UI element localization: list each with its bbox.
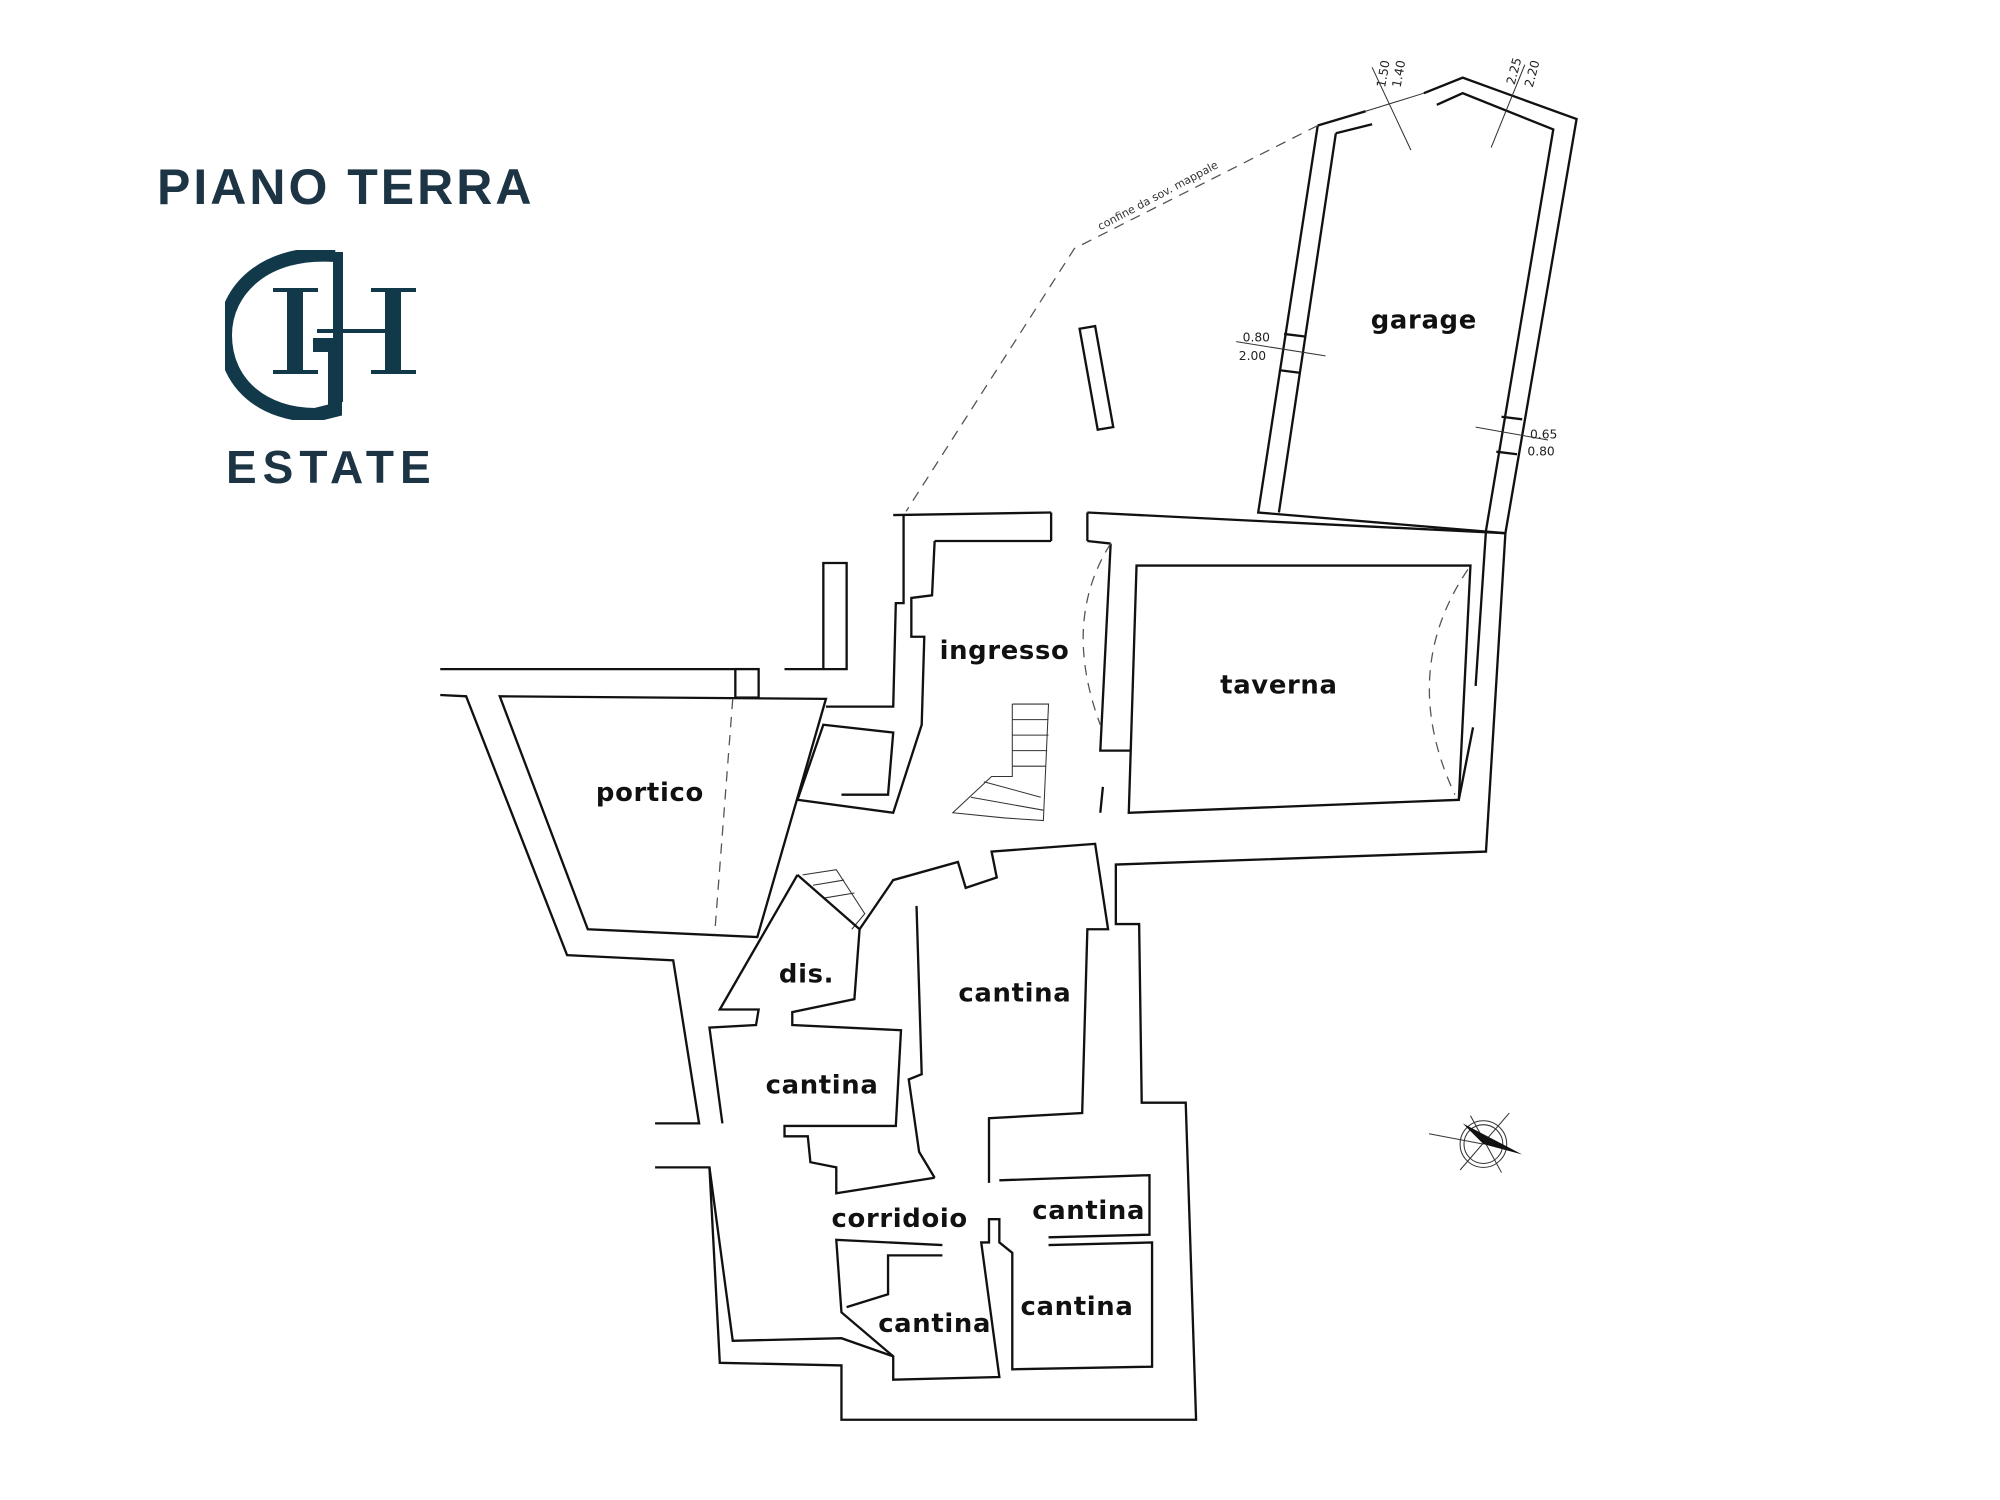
room-label-corridoio: corridoio [832, 1204, 968, 1234]
page-title: PIANO TERRA [157, 159, 535, 215]
room-label-cantina: cantina [878, 1309, 991, 1339]
staircase [802, 703, 1050, 930]
brand-name: ESTATE [226, 441, 437, 493]
column [1078, 324, 1115, 432]
dimension-label: 0.65 [1530, 428, 1557, 442]
north-arrow-icon [1428, 1112, 1523, 1173]
dimension-label: 2.00 [1239, 349, 1266, 363]
dimension-label: 2.25 [1504, 56, 1525, 86]
dimension-label: 1.50 [1374, 59, 1393, 88]
room-label-portico: portico [596, 778, 704, 808]
cantine-walls [708, 842, 1154, 1381]
room-label-taverna: taverna [1220, 671, 1337, 701]
room-label-dis: dis. [779, 959, 834, 989]
garage-walls [1236, 64, 1578, 535]
dimension-label: 2.20 [1522, 59, 1543, 89]
room-label-garage: garage [1371, 306, 1477, 336]
room-label-cantina: cantina [958, 979, 1071, 1009]
ingresso-taverna-walls [655, 511, 1507, 1421]
boundary-line [905, 124, 1319, 512]
dimension-label: 1.40 [1390, 59, 1409, 88]
dimension-label: 0.80 [1243, 331, 1270, 345]
room-label-cantina: cantina [1021, 1292, 1134, 1322]
dimension-label: 0.80 [1527, 445, 1554, 459]
brand-logo [225, 250, 416, 420]
room-label-cantina: cantina [1032, 1196, 1145, 1226]
room-label-ingresso: ingresso [940, 636, 1070, 666]
room-label-cantina: cantina [766, 1071, 879, 1101]
portico-walls [440, 515, 936, 1125]
boundary-note: confine da sov. mappale [1096, 158, 1221, 233]
